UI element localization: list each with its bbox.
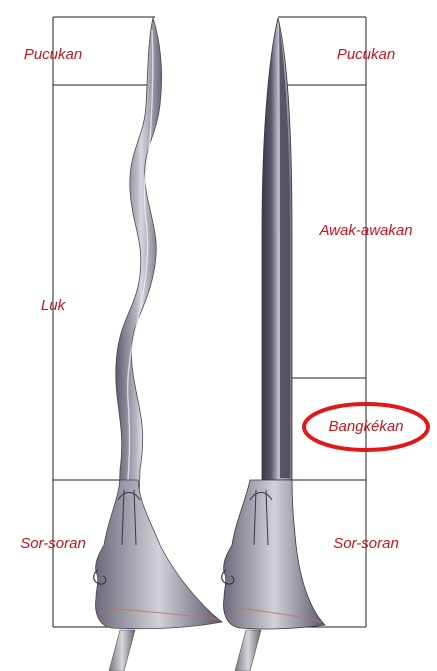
right-label-awak-awakan: Awak-awakan (319, 223, 412, 238)
left-tang (109, 630, 135, 671)
right-label-bangkekan: Bangkékan (328, 419, 403, 434)
left-sorsoran-base (96, 480, 222, 629)
left-blade-body (116, 18, 162, 530)
right-sorsoran-base (224, 480, 325, 629)
wavy-keris-blade-icon (94, 18, 222, 671)
left-label-sor-soran: Sor-soran (20, 536, 86, 551)
right-label-pucukan: Pucukan (337, 47, 395, 62)
left-label-pucukan: Pucukan (24, 47, 82, 62)
left-label-luk: Luk (41, 298, 65, 313)
straight-keris-blade-icon (222, 18, 325, 671)
right-label-sor-soran: Sor-soran (333, 536, 399, 551)
right-blade-pamor (279, 24, 290, 478)
right-tang (235, 630, 261, 671)
